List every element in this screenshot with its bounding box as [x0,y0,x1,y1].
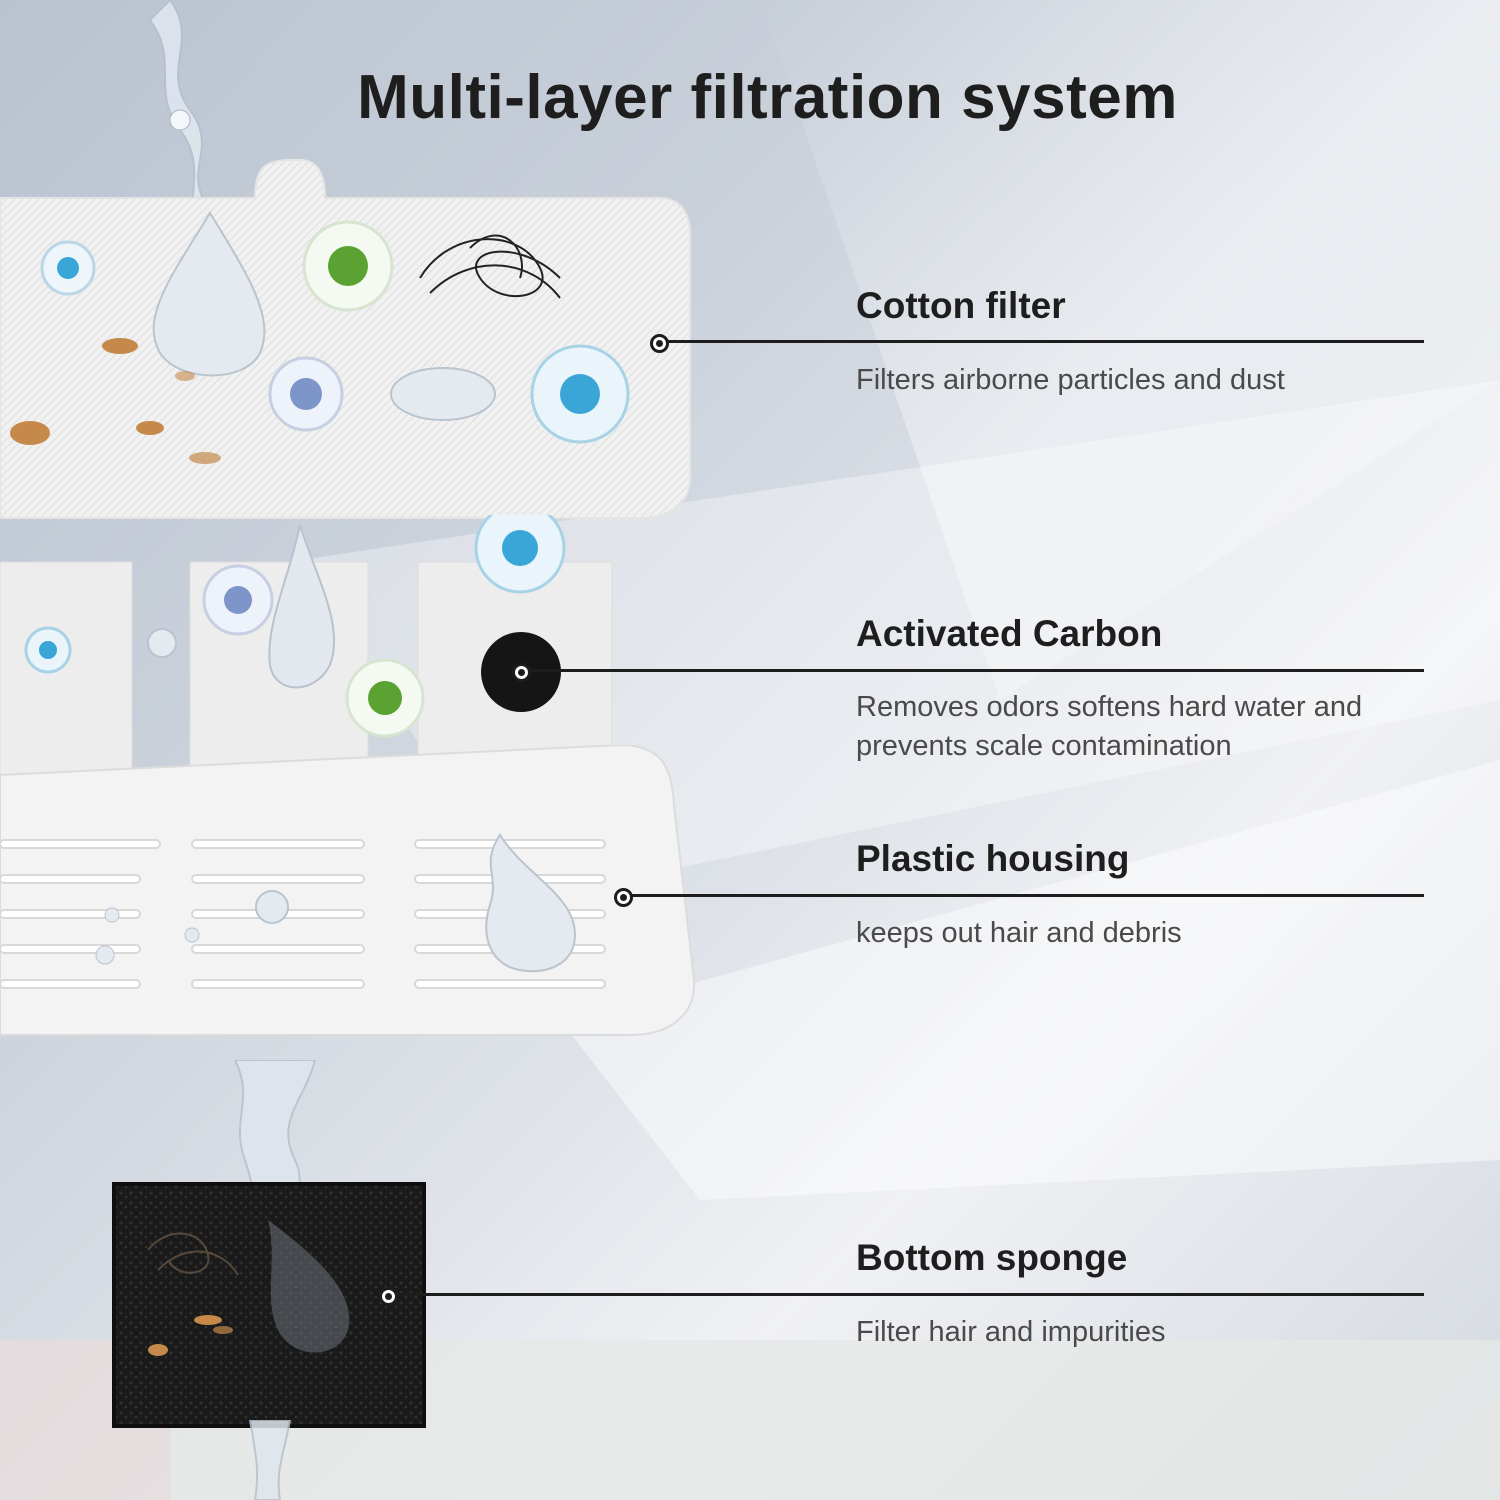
hair-icon [419,234,561,299]
layer-desc-bottom-sponge: Filter hair and impurities [856,1316,1166,1348]
leader-line-sponge [395,1293,1424,1296]
callout-dot-housing [614,888,633,907]
leader-line-carbon [528,669,1424,672]
layer-title-bottom-sponge: Bottom sponge [856,1237,1128,1278]
leader-line-housing [630,894,1424,897]
water-drop-icon [152,211,266,377]
virus-icon [302,220,394,312]
layer-desc-cotton-filter: Filters airborne particles and dust [856,364,1285,396]
layer-desc-plastic-housing: keeps out hair and debris [856,917,1182,949]
layer-title-plastic-housing: Plastic housing [856,838,1130,879]
water-drop-icon [390,367,496,421]
layer-desc-activated-carbon: Removes odors softens hard water and pre… [856,691,1363,762]
debris-icon [10,338,221,464]
leader-line-cotton [666,340,1424,343]
virus-icon [530,344,630,444]
layer-title-activated-carbon: Activated Carbon [856,613,1163,654]
page-title: Multi-layer filtration system [357,63,1178,132]
virus-icon [268,356,344,432]
debris-icon [148,1315,233,1356]
water-stream-bottom [248,1420,292,1500]
cotton-filter-image [0,159,691,519]
bottom-sponge-image [112,1182,426,1428]
callout-dot-carbon [512,663,531,682]
plastic-housing-image [0,745,696,1036]
callout-dot-sponge [379,1287,398,1306]
hair-icon [147,1232,239,1276]
layer-title-cotton-filter: Cotton filter [856,285,1066,326]
callout-dot-cotton [650,334,669,353]
virus-icon [40,240,96,296]
